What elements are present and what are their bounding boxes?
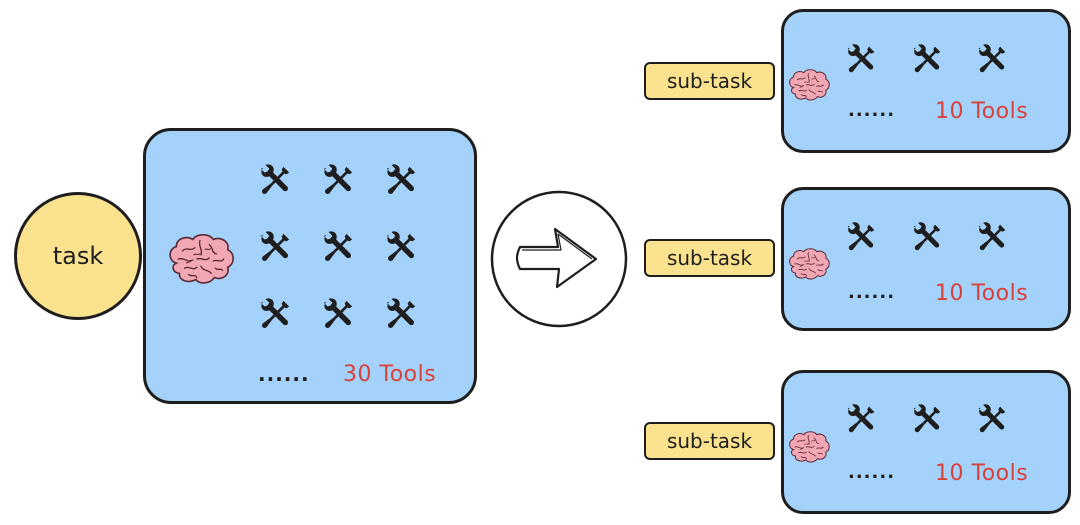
sub-agent-panel [781, 370, 1071, 514]
subtask-tag: sub-task [644, 239, 775, 277]
brain-icon [787, 247, 831, 281]
brain-icon [166, 232, 236, 286]
tool-icon [321, 164, 355, 198]
tool-icon [911, 44, 943, 76]
tools-count-label: 10 Tools [935, 281, 1029, 306]
brain-icon [787, 68, 831, 102]
tool-icon [845, 404, 877, 436]
more-indicator: ...... [848, 282, 896, 303]
tool-icon [258, 164, 292, 198]
tool-icon [321, 231, 355, 265]
tool-icon [976, 44, 1008, 76]
subtask-tag: sub-task [644, 62, 775, 100]
tool-icon [845, 44, 877, 76]
task-node: task [14, 192, 142, 320]
tool-icon [321, 298, 355, 332]
tool-icon [911, 404, 943, 436]
right-arrow-icon [490, 190, 628, 328]
tools-count-label: 30 Tools [343, 362, 437, 387]
subtask-label: sub-task [666, 246, 753, 270]
tool-icon [911, 222, 943, 254]
more-indicator: ...... [848, 462, 896, 483]
task-label: task [52, 242, 104, 270]
more-indicator: ...... [848, 100, 896, 121]
subtask-label: sub-task [666, 429, 753, 453]
transform-arrow [489, 189, 629, 329]
tools-count-label: 10 Tools [935, 99, 1029, 124]
tool-icon [976, 404, 1008, 436]
more-indicator: ...... [258, 362, 310, 386]
brain-icon [787, 430, 831, 464]
tool-icon [384, 298, 418, 332]
sub-agent-panel [781, 9, 1071, 153]
subtask-tag: sub-task [644, 422, 775, 460]
tool-icon [258, 298, 292, 332]
tool-icon [258, 231, 292, 265]
tool-icon [384, 231, 418, 265]
tool-icon [845, 222, 877, 254]
subtask-label: sub-task [666, 69, 753, 93]
tool-icon [976, 222, 1008, 254]
tool-icon [384, 164, 418, 198]
tools-count-label: 10 Tools [935, 461, 1029, 486]
sub-agent-panel [781, 187, 1071, 331]
